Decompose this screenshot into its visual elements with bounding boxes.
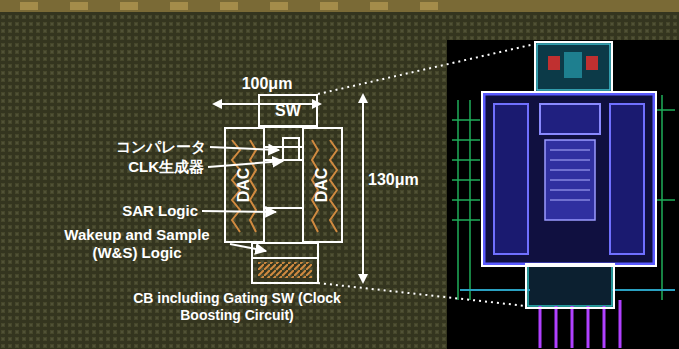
leader-arrow xyxy=(208,161,283,167)
part-label: CB including Gating SW (Clock Boosting C… xyxy=(130,290,344,324)
part-label: SAR Logic xyxy=(122,202,198,220)
pad-row xyxy=(20,2,438,10)
cb-wiring xyxy=(258,262,312,278)
part-label: CLK生成器 xyxy=(128,158,204,176)
dimension-line xyxy=(212,93,368,284)
capacitor-wiring xyxy=(232,140,337,232)
block-outline xyxy=(252,127,318,283)
block-label: DAC xyxy=(235,168,253,203)
dac-block: DAC xyxy=(224,127,265,243)
block-label: SW xyxy=(275,102,301,120)
leader-arrow xyxy=(210,147,279,150)
part-label: Wakeup and Sample (W&S) Logic xyxy=(48,226,226,262)
zoom-line xyxy=(318,44,535,306)
switch-block: SW xyxy=(258,94,318,127)
dimension-label: 100μm xyxy=(242,74,293,93)
die-edge xyxy=(0,0,679,12)
dac-block: DAC xyxy=(302,127,343,243)
layout-image xyxy=(447,40,679,349)
leader-arrow xyxy=(230,244,266,251)
block-label: DAC xyxy=(313,168,331,203)
dimension-label: 130μm xyxy=(368,170,419,189)
part-label: コンパレータ xyxy=(116,138,206,156)
